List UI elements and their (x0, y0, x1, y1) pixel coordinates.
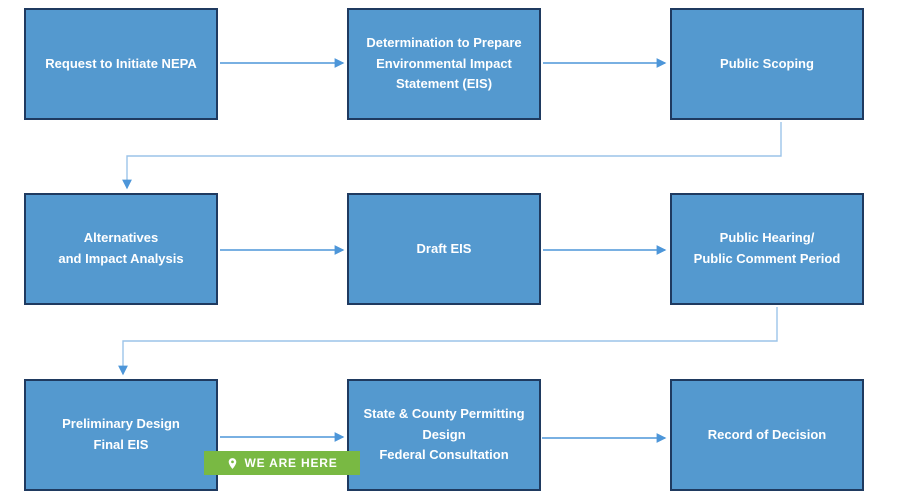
flow-box-determination-to-prepare-eis: Determination to Prepare Environmental I… (347, 8, 541, 120)
flow-box-alternatives-and-impact-analysis: Alternatives and Impact Analysis (24, 193, 218, 305)
flow-box-label: Draft EIS (416, 240, 472, 256)
flow-box-record-of-decision: Record of Decision (670, 379, 864, 491)
location-pin-icon (229, 457, 237, 469)
elbow-connector-row1-to-row2 (122, 122, 782, 190)
flow-box-state-county-permitting: State & County Permitting Design Federal… (347, 379, 541, 491)
flow-box-request-to-initiate-nepa: Request to Initiate NEPA (24, 8, 218, 120)
flow-box-label: Determination to Prepare Environmental I… (366, 34, 522, 92)
flow-box-label: Public Hearing/ Public Comment Period (693, 230, 841, 266)
flow-box-label: Preliminary Design Final EIS (62, 416, 180, 452)
flow-box-public-scoping: Public Scoping (670, 8, 864, 120)
flow-box-label: Request to Initiate NEPA (45, 55, 197, 71)
flow-box-label: Public Scoping (720, 55, 814, 71)
elbow-connector-row2-to-row3 (118, 307, 778, 376)
we-are-here-badge: WE ARE HERE (204, 451, 360, 475)
flow-box-label: Alternatives and Impact Analysis (58, 230, 184, 266)
we-are-here-label: WE ARE HERE (244, 456, 338, 470)
flow-box-label: State & County Permitting Design Federal… (363, 405, 525, 463)
flow-box-preliminary-design-final-eis: Preliminary Design Final EIS (24, 379, 218, 491)
flow-box-label: Record of Decision (707, 426, 827, 442)
flow-box-public-hearing-comment-period: Public Hearing/ Public Comment Period (670, 193, 864, 305)
flow-box-draft-eis: Draft EIS (347, 193, 541, 305)
